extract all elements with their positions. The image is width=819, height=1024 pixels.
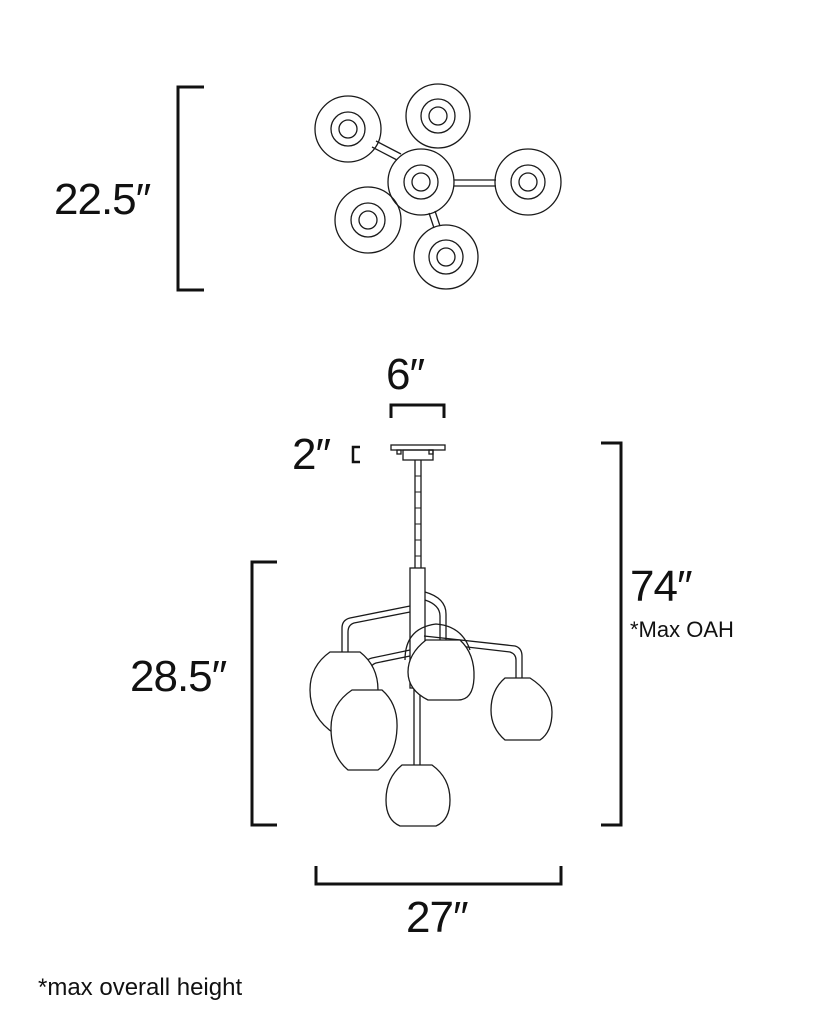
top-view-globe: [494, 148, 562, 216]
fixture-height-bracket: [250, 560, 277, 827]
footnote: *max overall height: [38, 974, 243, 1001]
canopy-width-label: 6″: [386, 350, 425, 399]
side-view-globe: [385, 764, 451, 827]
side-view-globe: [407, 639, 475, 701]
top-view-globe: [334, 186, 402, 254]
side-view-diagram: [309, 444, 553, 827]
top-view-globe: [405, 83, 471, 149]
fixture-height-label: 28.5″: [130, 652, 227, 701]
overall-height-note: *Max OAH: [630, 617, 734, 642]
overall-height-bracket: [601, 441, 623, 827]
top-view-height-bracket: [176, 85, 204, 292]
top-view-globe: [413, 224, 479, 290]
side-view-globe: [330, 689, 398, 771]
width-bracket: [314, 866, 563, 886]
canopy-height-bracket: [351, 445, 360, 464]
overall-height-label: 74″: [630, 562, 693, 611]
top-view-height-label: 22.5″: [54, 175, 151, 224]
top-view-center-hub: [387, 148, 455, 216]
width-label: 27″: [406, 893, 469, 942]
side-view-globe: [490, 677, 553, 741]
top-view-diagram: [314, 83, 562, 290]
canopy-width-bracket: [389, 403, 446, 418]
top-view-globe: [314, 95, 382, 163]
canopy-height-label: 2″: [292, 430, 331, 479]
